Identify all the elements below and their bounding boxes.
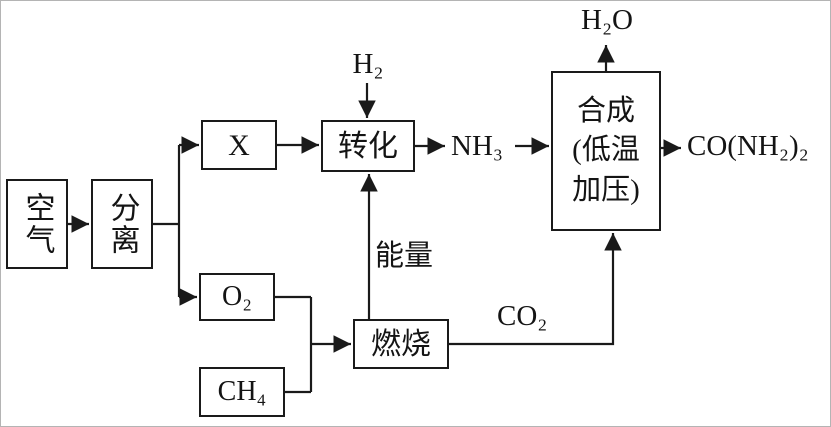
node-burn: 燃烧	[353, 319, 449, 369]
node-ch4-label: CH₄	[217, 375, 267, 407]
node-air-label: 空气	[20, 192, 54, 256]
label-nh3: NH₃	[451, 130, 503, 162]
arrow-co2-burn-to-synthesis	[449, 233, 622, 346]
label-urea: CO(NH₂)₂	[687, 130, 809, 162]
node-synthesis-label: 合成 (低温 加压)	[572, 95, 640, 206]
node-separate: 分离	[91, 179, 153, 269]
node-burn-label: 燃烧	[371, 327, 431, 361]
node-synthesis: 合成 (低温 加压)	[551, 71, 661, 231]
label-h2o: H₂O	[581, 4, 633, 36]
node-o2-label: O₂	[222, 280, 252, 312]
label-energy: 能量	[375, 240, 434, 272]
node-x-label: X	[228, 128, 250, 162]
label-h2: H₂	[352, 48, 384, 80]
separator-branch-line	[153, 145, 181, 297]
node-x: X	[201, 120, 277, 170]
node-convert: 转化	[321, 120, 415, 172]
node-o2: O₂	[199, 273, 275, 321]
node-ch4: CH₄	[199, 367, 285, 417]
node-separate-label: 分离	[105, 192, 139, 256]
node-convert-label: 转化	[338, 129, 398, 163]
label-co2: CO₂	[497, 300, 548, 332]
node-air: 空气	[6, 179, 68, 269]
